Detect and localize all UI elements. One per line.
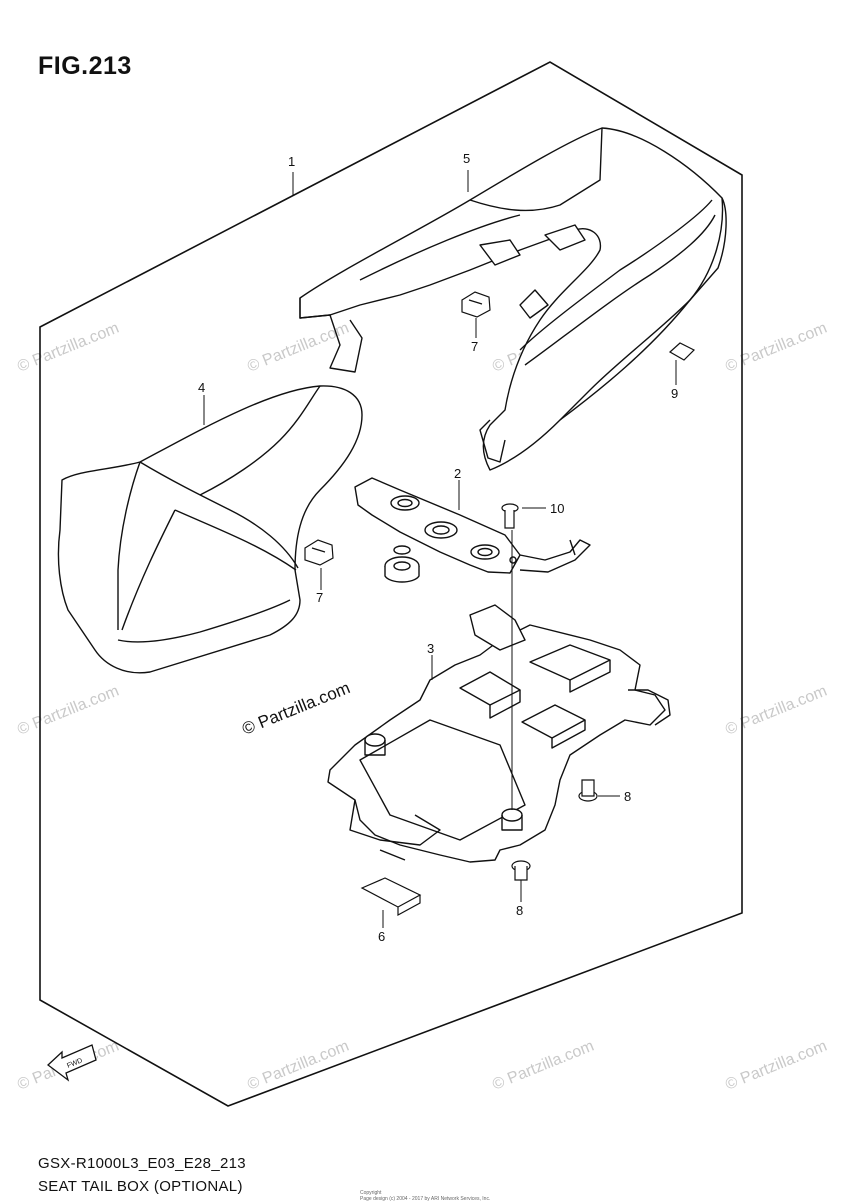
bolt-part bbox=[578, 779, 598, 802]
footer-line-2: Page design (c) 2004 - 2017 by ARI Netwo… bbox=[360, 1196, 491, 1202]
callout-4: 4 bbox=[198, 380, 205, 395]
tail-cover-part bbox=[299, 127, 727, 471]
watermark-text: © Partzilla.com bbox=[723, 683, 829, 739]
callout-7: 7 bbox=[471, 339, 478, 354]
callout-8: 8 bbox=[516, 903, 523, 918]
base-frame-part bbox=[327, 604, 671, 863]
watermark-text: © Partzilla.com bbox=[723, 320, 829, 376]
callout-1: 1 bbox=[288, 154, 295, 169]
callout-9: 9 bbox=[671, 386, 678, 401]
forward-arrow-icon: FWD bbox=[46, 1044, 97, 1082]
callout-8: 8 bbox=[624, 789, 631, 804]
leader-lines bbox=[203, 170, 677, 928]
figure-title: FIG.213 bbox=[38, 52, 132, 80]
watermark-text: © Partzilla.com bbox=[490, 1038, 596, 1094]
screw-part bbox=[501, 503, 519, 529]
callout-6: 6 bbox=[378, 929, 385, 944]
watermark-text: © Partzilla.com bbox=[723, 1038, 829, 1094]
callout-10: 10 bbox=[550, 501, 564, 516]
footer-line-1: Copyright bbox=[360, 1190, 382, 1196]
model-code: GSX-R1000L3_E03_E28_213 bbox=[38, 1155, 246, 1172]
watermark-text: © Partzilla.com bbox=[15, 320, 121, 376]
grommet-part bbox=[384, 545, 420, 583]
callout-5: 5 bbox=[463, 151, 470, 166]
foam-pad-part bbox=[360, 877, 422, 917]
footer-copyright: Copyright Page design (c) 2004 - 2017 by… bbox=[360, 1190, 490, 1202]
assembly-frame bbox=[39, 61, 743, 1107]
bolt-part bbox=[511, 860, 531, 881]
clip-nut-part bbox=[461, 291, 491, 318]
callout-2: 2 bbox=[454, 466, 461, 481]
seat-pad-part bbox=[57, 385, 363, 674]
watermark-text: © Partzilla.com bbox=[15, 683, 121, 739]
watermark-main: © Partzilla.com bbox=[239, 678, 352, 739]
callout-3: 3 bbox=[427, 641, 434, 656]
callout-7: 7 bbox=[316, 590, 323, 605]
figure-subtitle: SEAT TAIL BOX (OPTIONAL) bbox=[38, 1178, 243, 1195]
small-pad-part bbox=[668, 342, 696, 361]
clip-nut-part bbox=[304, 539, 334, 566]
watermark-text: © Partzilla.com bbox=[245, 320, 351, 376]
